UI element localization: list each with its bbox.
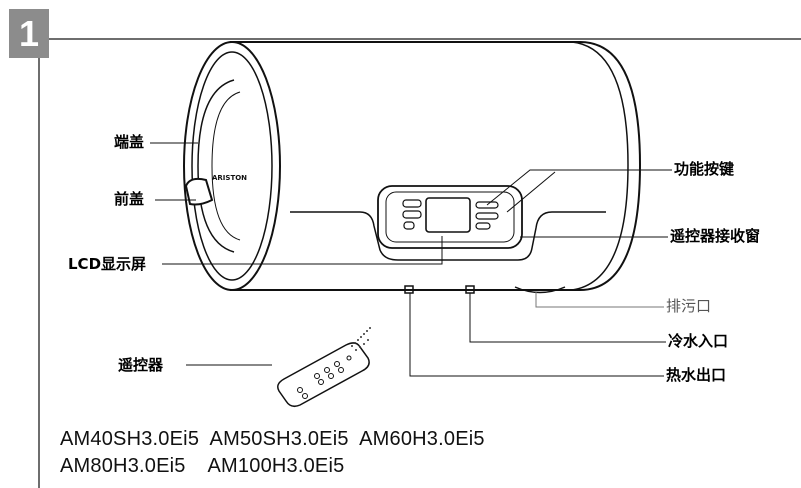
label-function-keys: 功能按键 [674,160,735,178]
step-number-badge: 1 [9,9,49,58]
leader-lcd [162,236,443,265]
leader-hot [409,293,664,377]
label-remote: 遥控器 [118,356,164,374]
leader-function-keys [486,169,672,206]
label-hot-water-outlet: 热水出口 [666,366,727,384]
model-list-line-1: AM40SH3.0Ei5 AM50SH3.0Ei5 AM60H3.0Ei5 [60,428,485,450]
model-list-line-2: AM80H3.0Ei5 AM100H3.0Ei5 [60,455,345,477]
brand-logo: ARISTON [212,174,247,182]
leader-drain [535,292,664,308]
panel-button [475,212,499,220]
drain-fitting [514,286,566,294]
label-cold-water-inlet: 冷水入口 [668,332,729,350]
end-cap-recess [197,79,235,253]
label-end-cap: 端盖 [114,133,145,151]
front-cover [184,177,214,206]
panel-button [475,201,499,209]
control-panel [377,185,523,249]
frame-top-rule [49,38,801,40]
leader-cold [469,293,666,343]
hot-outlet-pipe [404,285,414,294]
end-cap-outer [183,41,281,291]
panel-button [402,199,422,208]
panel-button [475,222,491,230]
lcd-display-shape [425,197,471,233]
label-drain-outlet: 排污口 [666,297,712,315]
remote-control-illustration [277,342,370,408]
tank-body [230,41,642,291]
panel-button [403,221,415,230]
decor-band [290,211,606,261]
label-remote-receiver: 遥控器接收窗 [670,227,761,245]
tank-back-rim [571,41,629,291]
label-front-cover: 前盖 [114,190,145,208]
frame-left-rule [38,58,40,488]
panel-button [402,210,422,219]
label-lcd-screen: LCD显示屏 [68,255,147,273]
end-cap-inner [191,51,273,281]
ir-signal-dots [351,327,371,351]
